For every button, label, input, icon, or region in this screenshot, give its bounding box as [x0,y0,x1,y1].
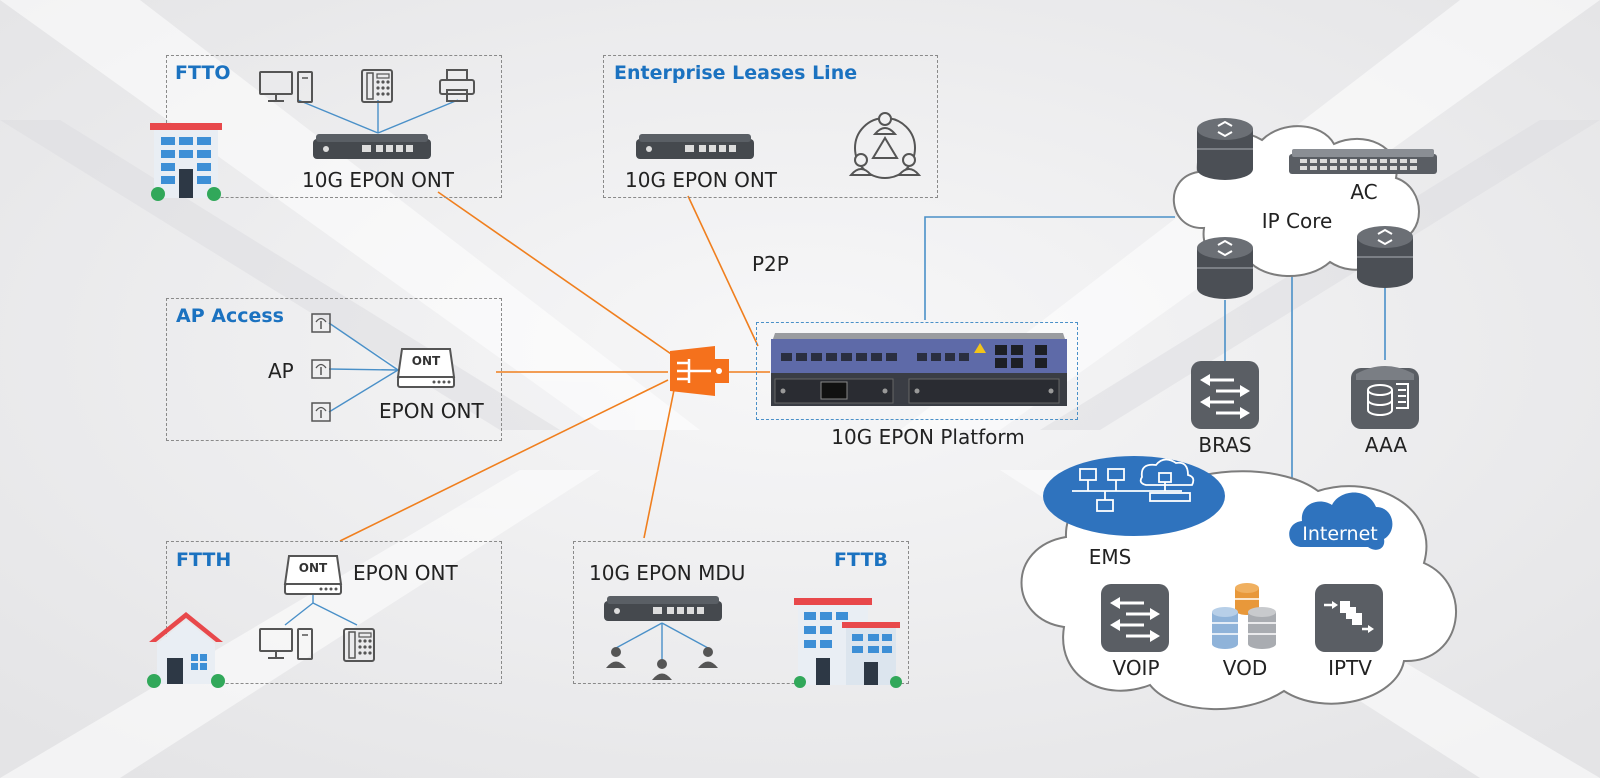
ap-icon [311,402,331,422]
fiber-link-enterprise [687,195,759,347]
ont-device-icon [313,134,431,159]
p2p-label: P2P [752,252,789,276]
user-icon [606,647,626,668]
vod-label: VOD [1222,656,1268,680]
fiber-link-ftto [437,191,675,357]
ip-core-label: IP Core [1261,209,1333,233]
ont-device-icon: ONT [396,347,456,389]
voip-label: VOIP [1112,656,1160,680]
user-icon [698,647,718,668]
internet-label: Internet [1302,523,1378,545]
zone-title-ftth: FTTH [176,549,232,571]
phone-icon [361,69,393,103]
ap-icon [311,313,331,333]
iptv-label: IPTV [1328,656,1372,680]
mdu-label: 10G EPON MDU [589,561,746,585]
ont-device-icon [636,134,754,159]
ont-badge: ONT [411,354,441,368]
building-icon [150,123,222,201]
splitter-icon [670,346,729,396]
switch-icon [1289,149,1437,174]
ont-device-icon [604,596,722,621]
ftto-ont-label: 10G EPON ONT [302,168,454,192]
ap-label: AP [268,359,294,383]
team-icon [848,112,922,179]
printer-icon [439,69,475,102]
zone-title-enterprise: Enterprise Leases Line [614,62,858,84]
pc-icon [259,71,313,103]
olt-chassis-icon [771,333,1067,406]
ems-label: EMS [1088,545,1132,569]
zone-ap-access [166,298,502,441]
ont-device-icon: ONT [283,554,343,596]
iptv-icon [1315,584,1383,652]
router-icon [1357,226,1413,288]
pc-icon [259,628,313,660]
database-icon [1212,583,1276,649]
zone-title-fttb: FTTB [834,549,888,571]
switch-icon [1191,361,1259,429]
internet-cloud: Internet [1284,485,1396,555]
ems-icon [1043,456,1225,536]
ac-label: AC [1350,180,1378,204]
zone-enterprise [603,55,938,198]
house-icon [147,612,225,688]
uplink-ipcore [924,216,1175,320]
zone-fttb [573,541,909,684]
user-icon [652,659,672,680]
switch-icon [1101,584,1169,652]
zone-ftth [166,541,502,684]
server-icon [1351,366,1419,429]
cloud-icon [1289,492,1393,550]
zone-title-ap-access: AP Access [176,305,284,327]
ap-ont-label: EPON ONT [379,399,484,423]
platform-label: 10G EPON Platform [831,425,1025,449]
fiber-link-ftth [339,379,669,542]
phone-icon [343,628,375,662]
building-icon [794,598,902,688]
router-icon [1197,237,1253,299]
ftth-ont-label: EPON ONT [353,561,458,585]
platform-frame [756,322,1078,420]
fiber-link-fttb [643,389,675,539]
enterprise-ont-label: 10G EPON ONT [625,168,777,192]
router-icon [1197,118,1253,180]
zone-title-ftto: FTTO [175,62,231,84]
aaa-label: AAA [1364,433,1408,457]
bras-label: BRAS [1198,433,1252,457]
ont-badge: ONT [298,561,328,575]
ap-icon [311,359,331,379]
